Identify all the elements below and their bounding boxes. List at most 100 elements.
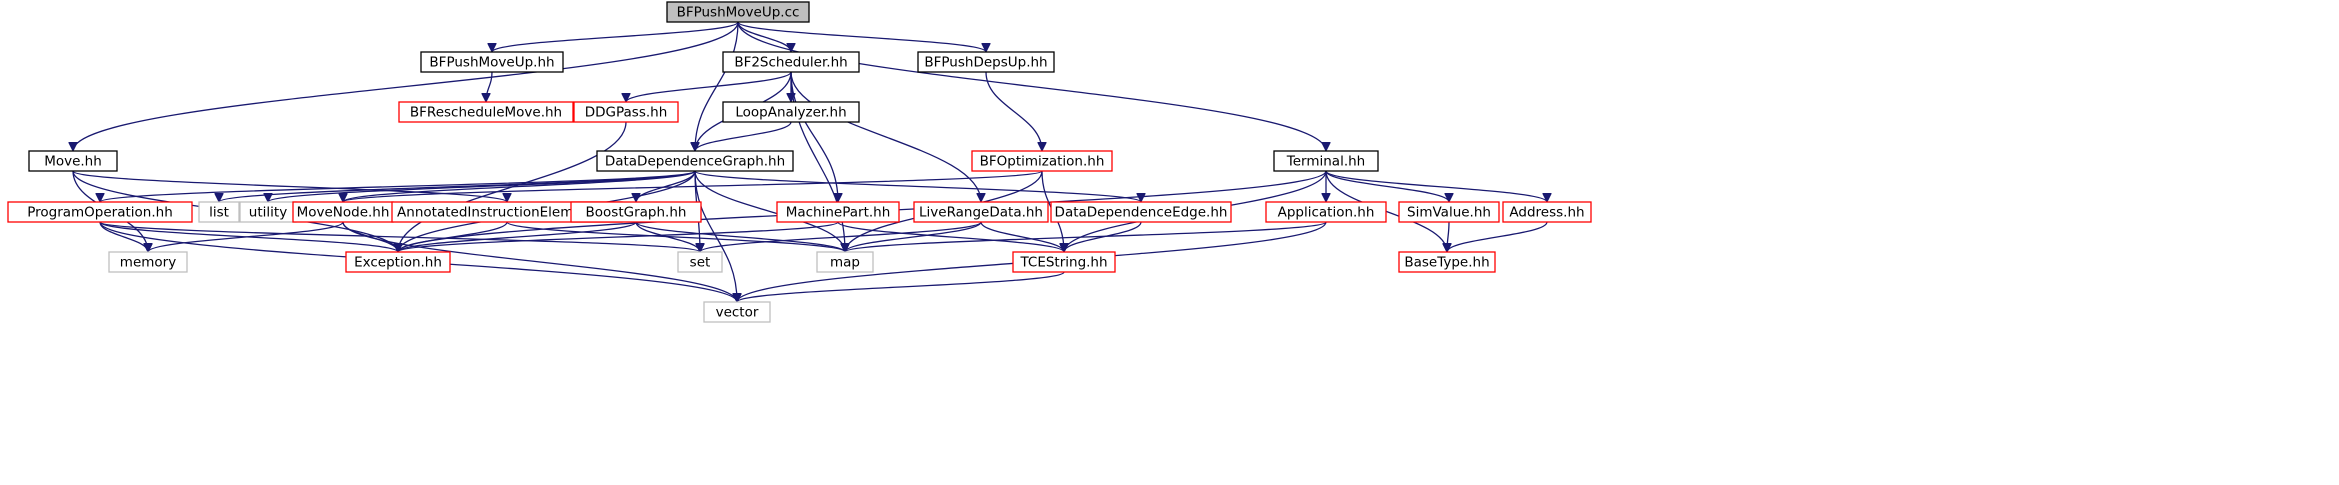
node-box-exception xyxy=(345,251,451,273)
node-map[interactable]: map xyxy=(816,251,874,273)
node-label-annotated: AnnotatedInstructionElement.hh xyxy=(397,205,617,221)
edge-liverange-to-tcestring xyxy=(980,221,1064,253)
node-box-bfreschedule xyxy=(398,101,574,123)
node-programop[interactable]: ProgramOperation.hh xyxy=(7,201,193,223)
edge-ddg-to-ddedge xyxy=(694,170,1141,203)
node-label-move: Move.hh xyxy=(44,154,102,170)
node-vector[interactable]: vector xyxy=(703,301,771,323)
edge-machinepart-to-exception xyxy=(398,221,839,253)
edge-root-to-bfpushmoveup_hh xyxy=(492,21,739,53)
edge-programop-to-set xyxy=(99,221,700,253)
edge-root-to-bfpushdepsup xyxy=(737,21,986,53)
edge-bf2scheduler-to-liverange xyxy=(790,71,981,202)
node-move[interactable]: Move.hh xyxy=(28,150,118,172)
node-box-memory xyxy=(108,251,188,273)
node-box-bfpushmoveup_hh xyxy=(420,51,564,73)
node-memory[interactable]: memory xyxy=(108,251,188,273)
node-set[interactable]: set xyxy=(677,251,723,273)
node-box-ddedge xyxy=(1050,201,1232,223)
node-liverange[interactable]: LiveRangeData.hh xyxy=(913,201,1049,223)
node-machinepart[interactable]: MachinePart.hh xyxy=(776,201,900,223)
edge-ddg-to-movenode xyxy=(343,170,696,203)
node-box-bfoptimization xyxy=(971,150,1113,172)
node-label-exception: Exception.hh xyxy=(354,255,442,271)
node-tcestring[interactable]: TCEString.hh xyxy=(1012,251,1116,273)
node-label-machinepart: MachinePart.hh xyxy=(786,205,891,221)
node-label-boostgraph: BoostGraph.hh xyxy=(586,205,687,221)
node-box-tcestring xyxy=(1012,251,1116,273)
node-label-set: set xyxy=(690,255,711,271)
node-label-simvalue: SimValue.hh xyxy=(1407,205,1491,221)
node-basetype[interactable]: BaseType.hh xyxy=(1398,251,1496,273)
node-box-liverange xyxy=(913,201,1049,223)
node-list[interactable]: list xyxy=(198,201,240,223)
edge-terminal-to-simvalue xyxy=(1325,170,1449,203)
node-address[interactable]: Address.hh xyxy=(1502,201,1592,223)
node-ddg[interactable]: DataDependenceGraph.hh xyxy=(596,150,794,172)
node-bf2scheduler[interactable]: BF2Scheduler.hh xyxy=(722,51,860,73)
edge-move-to-annotated xyxy=(72,170,507,203)
edge-loopanalyzer-to-ddg xyxy=(695,121,792,152)
node-label-bfpushdepsup: BFPushDepsUp.hh xyxy=(924,55,1047,71)
node-label-basetype: BaseType.hh xyxy=(1404,255,1489,271)
node-simvalue[interactable]: SimValue.hh xyxy=(1398,201,1500,223)
node-bfpushdepsup[interactable]: BFPushDepsUp.hh xyxy=(917,51,1055,73)
edge-machinepart-to-tcestring xyxy=(837,221,1064,253)
node-ddedge[interactable]: DataDependenceEdge.hh xyxy=(1050,201,1232,223)
node-label-map: map xyxy=(830,255,860,271)
node-box-bfpushdepsup xyxy=(917,51,1055,73)
edge-movenode-to-memory xyxy=(148,221,344,253)
node-label-address: Address.hh xyxy=(1509,205,1584,221)
node-box-set xyxy=(677,251,723,273)
node-terminal[interactable]: Terminal.hh xyxy=(1273,150,1379,172)
node-box-boostgraph xyxy=(570,201,702,223)
node-utility[interactable]: utility xyxy=(239,201,297,223)
edge-liverange-to-set xyxy=(700,221,982,253)
node-exception[interactable]: Exception.hh xyxy=(345,251,451,273)
node-label-utility: utility xyxy=(249,205,287,221)
node-label-ddg: DataDependenceGraph.hh xyxy=(605,154,785,170)
node-box-address xyxy=(1502,201,1592,223)
node-box-programop xyxy=(7,201,193,223)
edge-boostgraph-to-exception xyxy=(398,221,637,253)
node-label-application: Application.hh xyxy=(1278,205,1375,221)
node-ddgpass[interactable]: DDGPass.hh xyxy=(573,101,679,123)
edge-movenode-to-vector xyxy=(342,221,737,303)
edge-root-to-move xyxy=(73,21,739,152)
node-application[interactable]: Application.hh xyxy=(1265,201,1387,223)
node-box-move xyxy=(28,150,118,172)
node-annotated[interactable]: AnnotatedInstructionElement.hh xyxy=(391,201,623,223)
node-label-programop: ProgramOperation.hh xyxy=(27,205,173,221)
node-box-terminal xyxy=(1273,150,1379,172)
node-box-basetype xyxy=(1398,251,1496,273)
node-label-bfpushmoveup_hh: BFPushMoveUp.hh xyxy=(429,55,554,71)
node-box-vector xyxy=(703,301,771,323)
node-bfpushmoveup_hh[interactable]: BFPushMoveUp.hh xyxy=(420,51,564,73)
edges-layer xyxy=(72,21,1547,303)
node-box-map xyxy=(816,251,874,273)
edge-terminal-to-address xyxy=(1325,170,1547,203)
node-box-root xyxy=(666,1,810,23)
node-movenode[interactable]: MoveNode.hh xyxy=(292,201,394,223)
node-boostgraph[interactable]: BoostGraph.hh xyxy=(570,201,702,223)
node-label-movenode: MoveNode.hh xyxy=(297,205,390,221)
node-label-loopanalyzer: LoopAnalyzer.hh xyxy=(735,105,846,121)
node-bfreschedule[interactable]: BFRescheduleMove.hh xyxy=(398,101,574,123)
node-box-ddgpass xyxy=(573,101,679,123)
node-bfoptimization[interactable]: BFOptimization.hh xyxy=(971,150,1113,172)
node-label-vector: vector xyxy=(716,305,759,321)
edge-bfoptimization-to-movenode xyxy=(343,170,1043,203)
edge-bfpushmoveup_hh-to-bfreschedule xyxy=(486,71,493,102)
node-label-bfoptimization: BFOptimization.hh xyxy=(980,154,1105,170)
node-loopanalyzer[interactable]: LoopAnalyzer.hh xyxy=(722,101,860,123)
node-label-tcestring: TCEString.hh xyxy=(1019,255,1107,271)
edge-bf2scheduler-to-map xyxy=(790,71,845,252)
node-box-list xyxy=(198,201,240,223)
node-label-list: list xyxy=(209,205,229,221)
node-label-ddedge: DataDependenceEdge.hh xyxy=(1055,205,1228,221)
node-box-loopanalyzer xyxy=(722,101,860,123)
node-root[interactable]: BFPushMoveUp.cc xyxy=(666,1,810,23)
edge-ddg-to-vector xyxy=(694,170,737,302)
